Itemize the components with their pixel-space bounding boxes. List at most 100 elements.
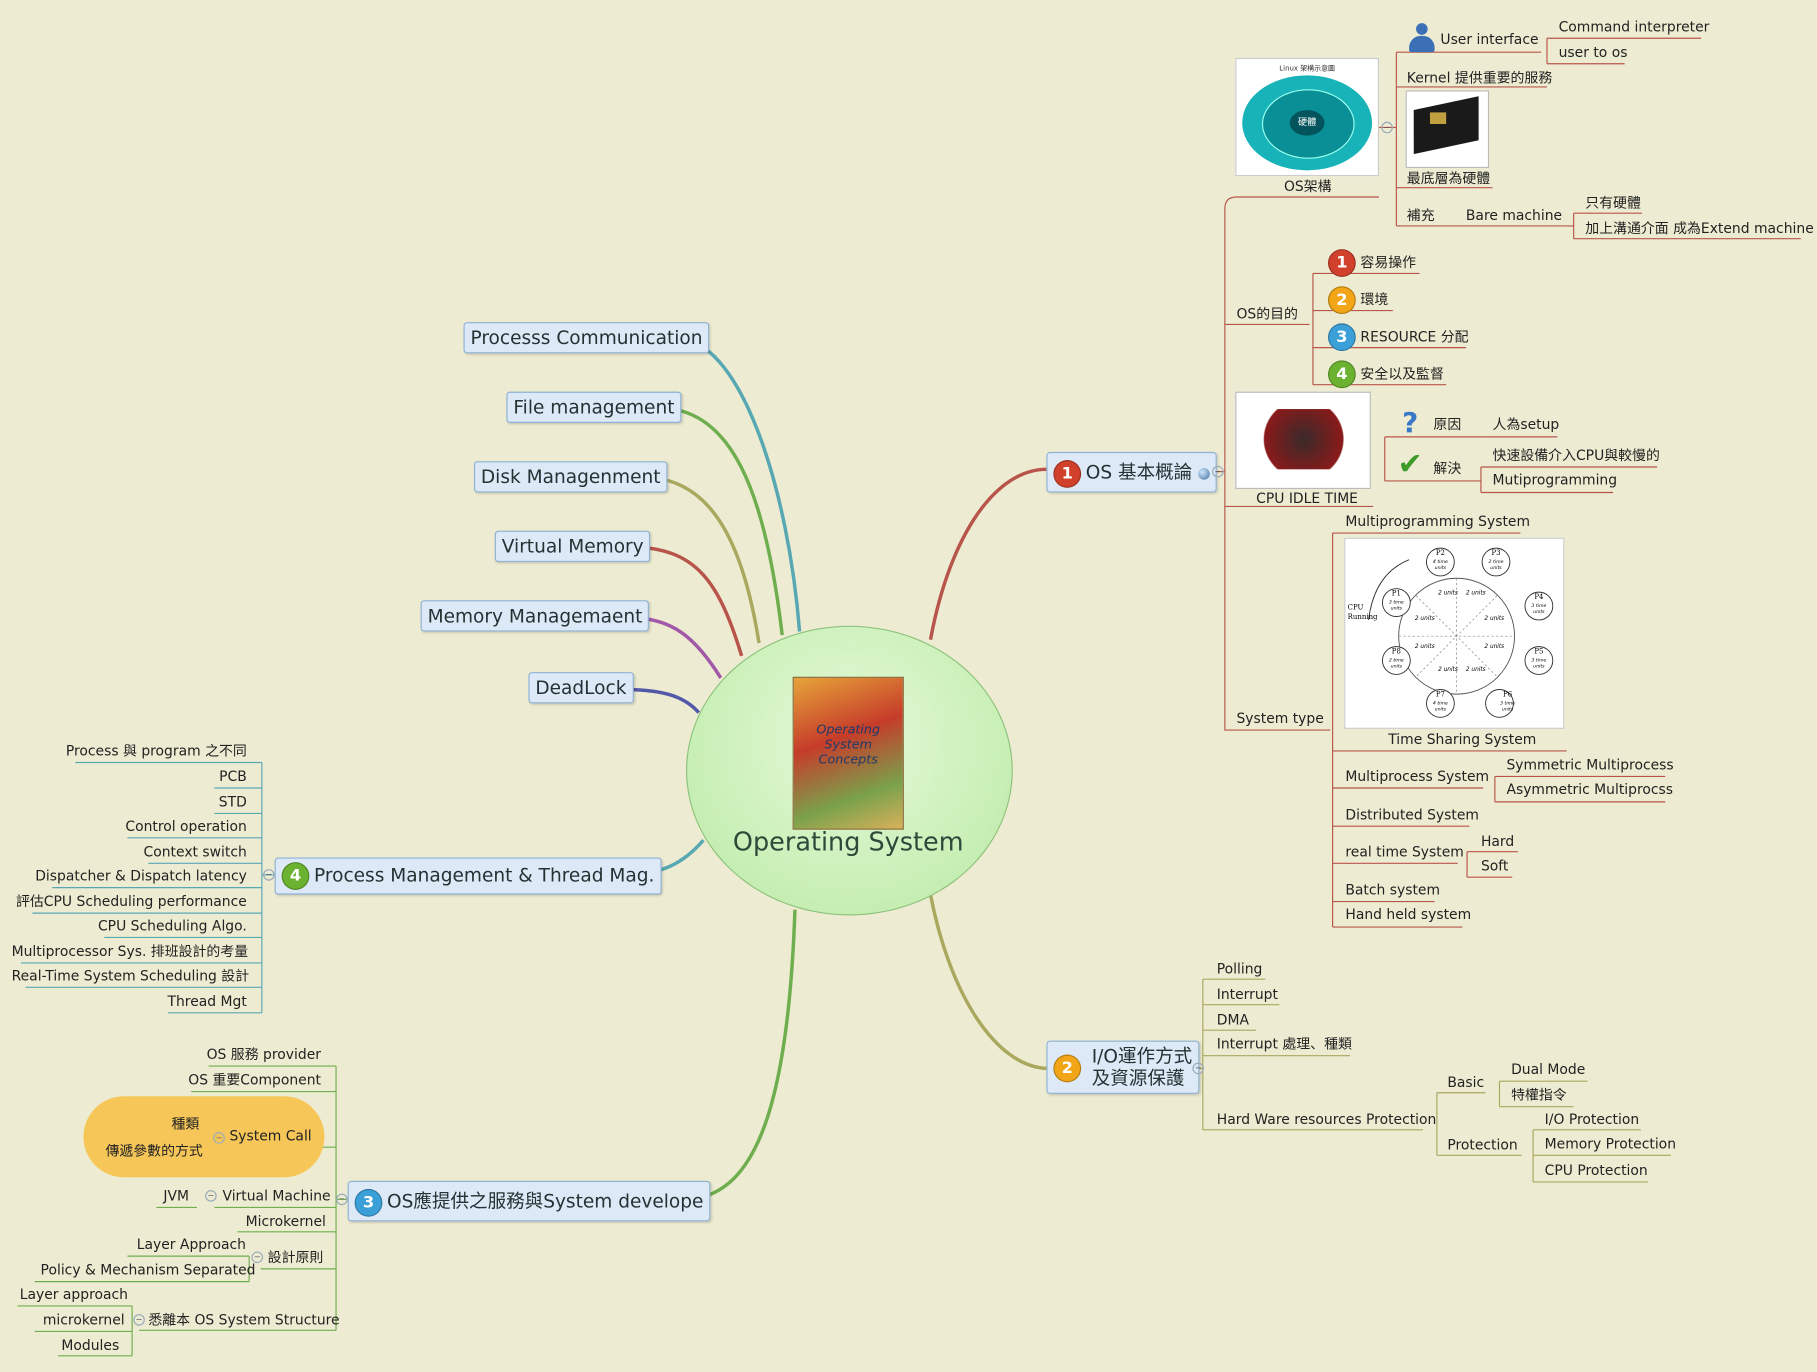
- dma-node[interactable]: DMA: [1216, 1011, 1249, 1028]
- ts-time-p3: 2 time units: [1488, 558, 1504, 571]
- design-principle-node[interactable]: 設計原則: [267, 1249, 324, 1266]
- cpu-idle-caption: CPU IDLE TIME: [1256, 490, 1358, 507]
- topic-label: Disk Managenment: [480, 465, 661, 488]
- time-sharing-node[interactable]: Time Sharing System: [1388, 731, 1537, 748]
- realtime-node[interactable]: real time System: [1345, 843, 1464, 860]
- control-operation-node[interactable]: Control operation: [125, 818, 247, 835]
- topic-deadlock[interactable]: DeadLock: [528, 672, 634, 704]
- central-title: Operating System: [732, 828, 964, 858]
- topic-file-management[interactable]: File management: [506, 391, 682, 423]
- interrupt-node[interactable]: Interrupt: [1216, 986, 1278, 1003]
- os-purpose-node[interactable]: OS的目的: [1236, 305, 1298, 323]
- cpu-protection-node[interactable]: CPU Protection: [1544, 1162, 1648, 1179]
- multiprogramming-system-node[interactable]: Multiprogramming System: [1345, 513, 1531, 530]
- reason-node[interactable]: 原因: [1433, 416, 1462, 433]
- hardware-only-node[interactable]: 只有硬體: [1585, 194, 1641, 211]
- purpose-item-label: 環境: [1360, 291, 1389, 308]
- hard-realtime-node[interactable]: Hard: [1480, 833, 1515, 850]
- system-type-node[interactable]: System type: [1236, 710, 1324, 727]
- collapse-toggle[interactable]: −: [251, 1251, 264, 1264]
- number-two-icon: 2: [1053, 1054, 1082, 1083]
- realtime-scheduling-node[interactable]: Real-Time System Scheduling 設計: [11, 967, 250, 984]
- hw-protection-node[interactable]: Hard Ware resources Protection: [1216, 1111, 1437, 1128]
- os-structure-node[interactable]: 悉離本 OS System Structure: [148, 1311, 340, 1328]
- polling-node[interactable]: Polling: [1216, 960, 1263, 977]
- scheduling-algo-node[interactable]: CPU Scheduling Algo.: [97, 917, 247, 934]
- jvm-node[interactable]: JVM: [163, 1187, 190, 1204]
- topic-process-communication[interactable]: Processs Communication: [463, 322, 710, 354]
- interrupt-handling-node[interactable]: Interrupt 處理、種類: [1216, 1035, 1352, 1053]
- handheld-node[interactable]: Hand held system: [1345, 906, 1472, 923]
- manual-setup-node[interactable]: 人為setup: [1492, 416, 1560, 433]
- symmetric-node[interactable]: Symmetric Multiprocess: [1506, 756, 1674, 773]
- process-vs-program-node[interactable]: Process 與 program 之不同: [65, 742, 247, 760]
- collapse-toggle[interactable]: −: [205, 1190, 217, 1202]
- ts-time-p4: 3 time units: [1531, 602, 1547, 615]
- supplement-node[interactable]: 補充: [1406, 207, 1435, 224]
- io-protection-node[interactable]: I/O Protection: [1544, 1111, 1640, 1128]
- user-to-os-node[interactable]: user to os: [1558, 44, 1628, 61]
- layer-approach-node[interactable]: Layer Approach: [136, 1236, 247, 1253]
- ts-unit-label: 2 units: [1465, 666, 1486, 674]
- batch-node[interactable]: Batch system: [1345, 881, 1441, 899]
- basic-node[interactable]: Basic: [1447, 1074, 1485, 1091]
- collapse-toggle[interactable]: −: [133, 1314, 145, 1326]
- microkernel-node[interactable]: Microkernel: [245, 1213, 326, 1230]
- collapse-toggle[interactable]: −: [1192, 1062, 1204, 1075]
- thread-mgt-node[interactable]: Thread Mgt: [167, 993, 247, 1010]
- service-provider-node[interactable]: OS 服務 provider: [206, 1046, 321, 1063]
- topic-virtual-memory[interactable]: Virtual Memory: [494, 530, 651, 563]
- collapse-toggle[interactable]: −: [1212, 465, 1224, 478]
- command-interpreter-node[interactable]: Command interpreter: [1558, 18, 1710, 35]
- collapse-toggle[interactable]: −: [1381, 121, 1393, 134]
- asymmetric-node[interactable]: Asymmetric Multiprocss: [1506, 781, 1674, 798]
- protection-node[interactable]: Protection: [1447, 1136, 1518, 1154]
- multiprocessor-scheduling-node[interactable]: Multiprocessor Sys. 排班設計的考量: [11, 943, 249, 960]
- microkernel-structure-node[interactable]: microkernel: [42, 1311, 125, 1328]
- collapse-toggle[interactable]: −: [213, 1132, 225, 1144]
- multiprogramming-node[interactable]: Mutiprogramming: [1492, 471, 1618, 488]
- bare-machine-node[interactable]: Bare machine: [1465, 207, 1563, 224]
- privileged-instruction-node[interactable]: 特權指令: [1511, 1086, 1567, 1104]
- soft-realtime-node[interactable]: Soft: [1480, 857, 1509, 874]
- dual-mode-node[interactable]: Dual Mode: [1511, 1061, 1586, 1078]
- topic-io-protection[interactable]: 2 I/O運作方式 及資源保護: [1046, 1040, 1200, 1094]
- syscall-types-node[interactable]: 種類: [171, 1115, 200, 1133]
- distributed-node[interactable]: Distributed System: [1345, 806, 1479, 823]
- modules-node[interactable]: Modules: [61, 1337, 120, 1354]
- context-switch-node[interactable]: Context switch: [143, 843, 247, 860]
- parameter-passing-node[interactable]: 傳遞參數的方式: [105, 1142, 203, 1159]
- memory-protection-node[interactable]: Memory Protection: [1544, 1135, 1677, 1152]
- multiprocess-node[interactable]: Multiprocess System: [1345, 768, 1490, 785]
- hardware-node[interactable]: 最底層為硬體: [1406, 170, 1491, 187]
- policy-mechanism-node[interactable]: Policy & Mechanism Separated: [40, 1261, 256, 1279]
- solution-node[interactable]: 解決: [1433, 460, 1462, 477]
- time-sharing-diagram: P1 P2 P3 P4 P5 P6 P7 P8 3 time units 4 t…: [1344, 537, 1565, 729]
- fast-device-node[interactable]: 快速設備介入CPU與較慢的: [1492, 447, 1660, 464]
- pcb-node[interactable]: PCB: [219, 768, 247, 785]
- collapse-toggle[interactable]: −: [336, 1193, 348, 1206]
- collapse-toggle[interactable]: −: [263, 869, 275, 881]
- ts-time-p1: 3 time units: [1388, 599, 1404, 611]
- layer-approach-structure-node[interactable]: Layer approach: [19, 1286, 128, 1303]
- user-interface-node[interactable]: User interface: [1440, 31, 1539, 48]
- topic-memory-management[interactable]: Memory Managemaent: [420, 600, 650, 632]
- std-node[interactable]: STD: [218, 793, 247, 811]
- system-call-node[interactable]: System Call: [229, 1127, 312, 1144]
- kernel-node[interactable]: Kernel 提供重要的服務: [1406, 69, 1553, 86]
- topic-disk-management[interactable]: Disk Managenment: [473, 461, 668, 493]
- extend-machine-node[interactable]: 加上溝通介面 成為Extend machine: [1585, 220, 1814, 237]
- scheduling-performance-node[interactable]: 評估CPU Scheduling performance: [15, 893, 247, 910]
- important-component-node[interactable]: OS 重要Component: [188, 1071, 321, 1089]
- dispatcher-node[interactable]: Dispatcher & Dispatch latency: [35, 867, 247, 885]
- virtual-machine-node[interactable]: Virtual Machine: [222, 1187, 331, 1204]
- ts-time-p2: 4 time units: [1432, 558, 1448, 571]
- image-title: Linux 架構示意圖: [1279, 64, 1335, 74]
